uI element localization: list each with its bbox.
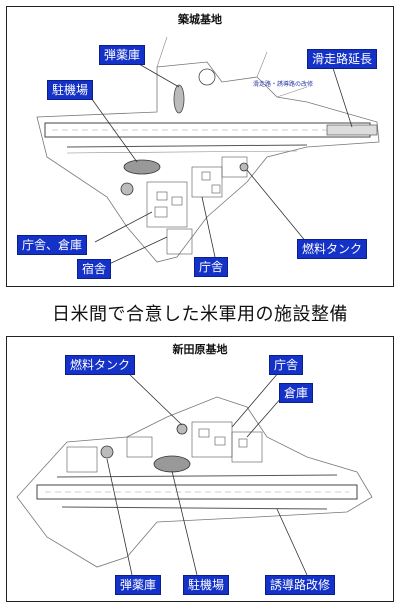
label-office: 庁舎: [194, 257, 229, 277]
caption: 日米間で合意した米軍用の施設整備: [52, 304, 348, 325]
tsuiki-base-title: 築城基地: [178, 13, 222, 26]
label-fuel-tank-2: 燃料タンク: [65, 355, 136, 375]
label-ammo-depot: 弾薬庫: [99, 45, 146, 65]
label-warehouse-2: 倉庫: [279, 383, 314, 403]
label-fuel-tank: 燃料タンク: [297, 239, 368, 259]
tsuiki-base-panel: 築城基地: [6, 6, 394, 287]
label-runway-extension: 滑走路延長: [307, 49, 378, 69]
nyutabaru-base-title: 新田原基地: [172, 343, 228, 356]
runway-taxiway-note: 滑走路・誘導路の改修: [253, 81, 314, 88]
nyutabaru-base-map: [16, 371, 373, 576]
label-apron: 駐機場: [47, 80, 94, 100]
label-taxiway-repair: 誘導路改修: [265, 575, 336, 595]
label-ammo-depot-2: 弾薬庫: [115, 575, 162, 595]
label-apron-2: 駐機場: [183, 575, 230, 595]
nyutabaru-base-panel: 新田原基地 燃料タンク 庁舎 倉庫: [6, 336, 394, 602]
label-office-2: 庁舎: [269, 355, 304, 375]
label-office-warehouse: 庁舎、倉庫: [17, 235, 88, 255]
label-barracks: 宿舎: [77, 259, 112, 279]
tsuiki-base-map: [36, 36, 380, 266]
